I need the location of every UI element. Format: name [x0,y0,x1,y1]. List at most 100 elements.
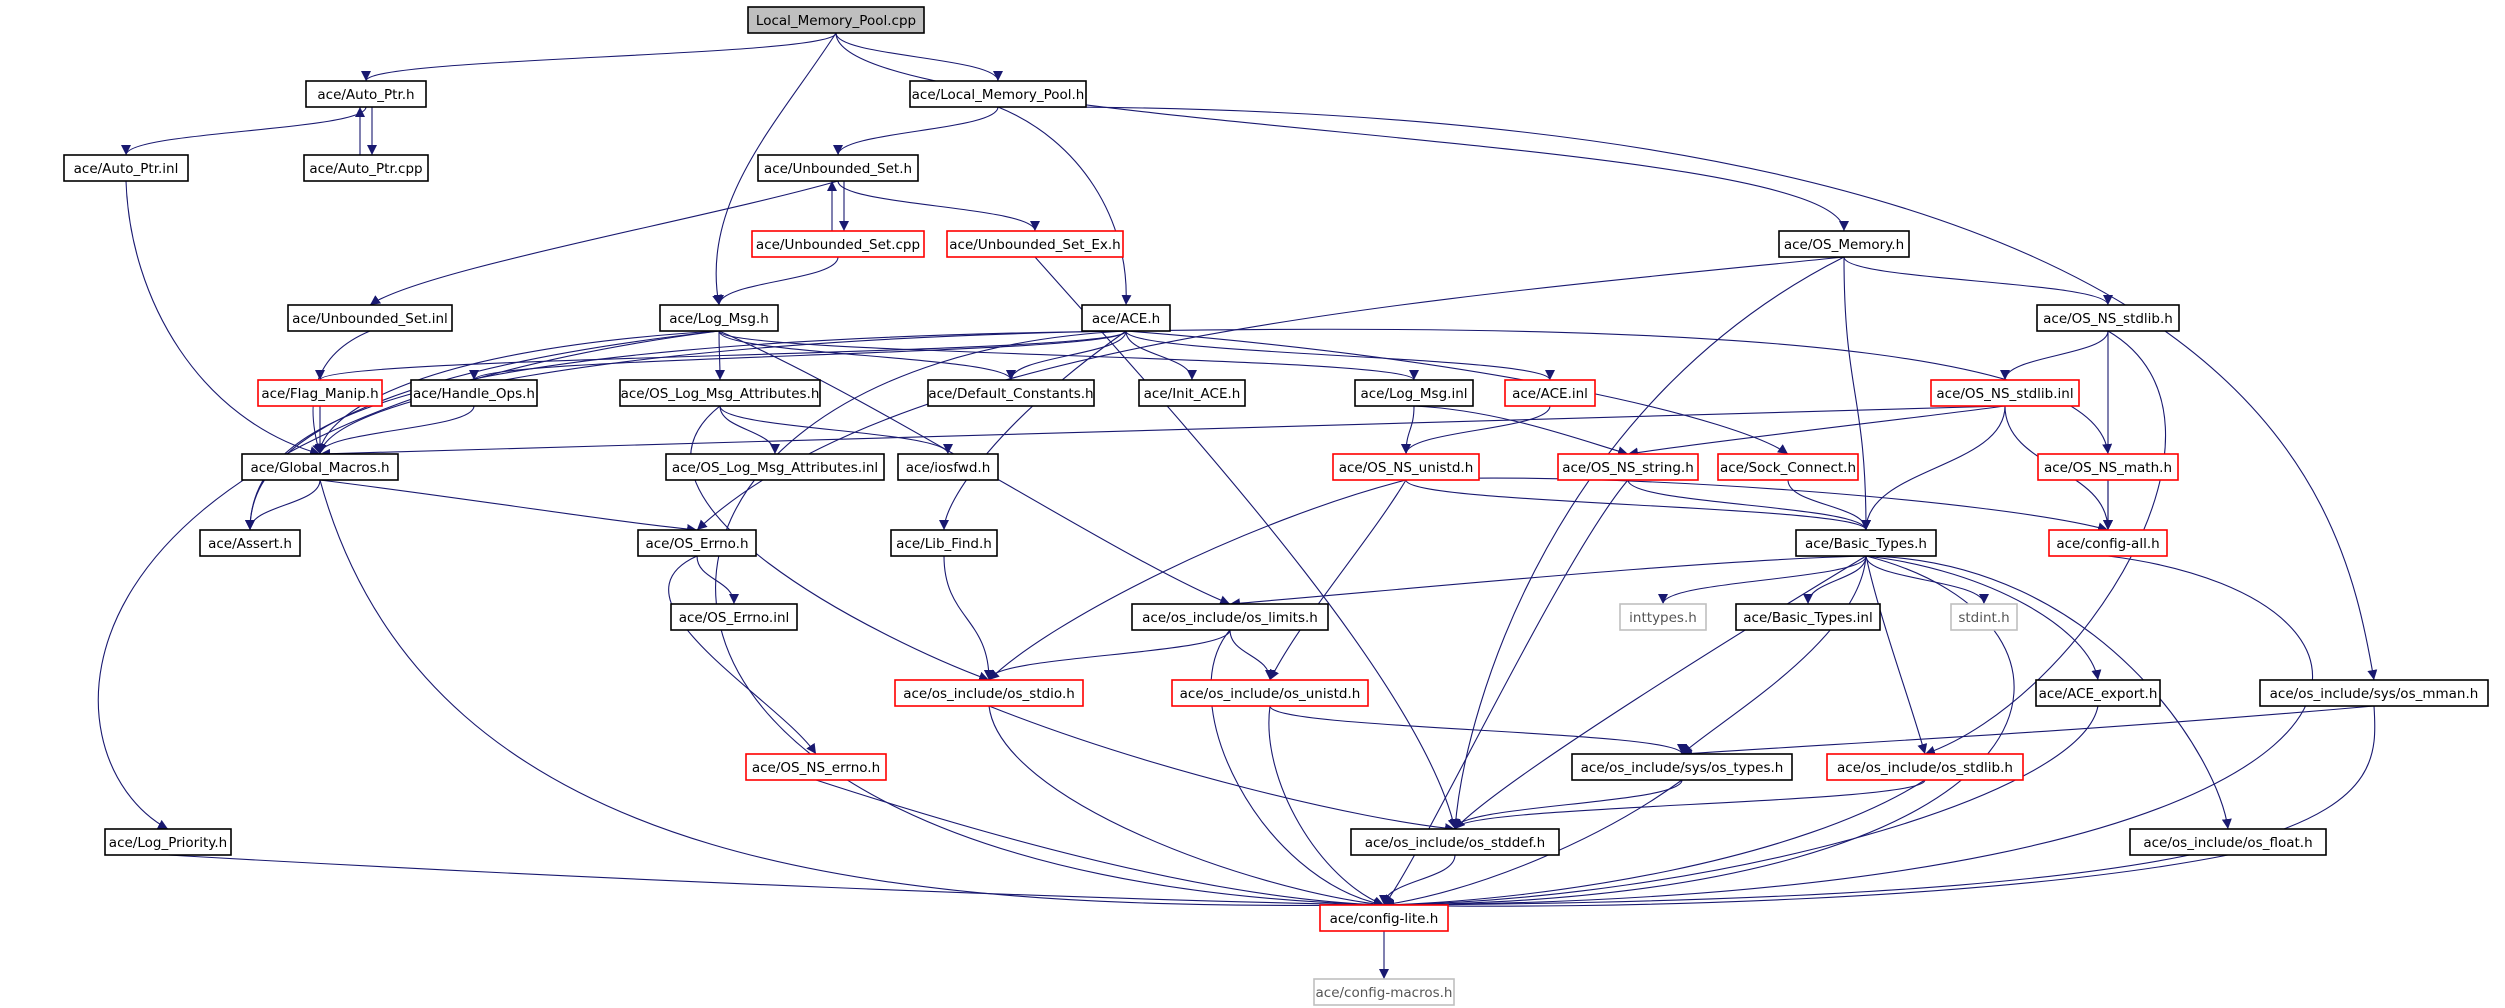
edge-ace_h-to-ace_inl [1125,330,1555,381]
edge-log_msg_h-to-global_macros [315,330,720,455]
edge-sock_connect-to-basic_types_h [1787,479,1871,531]
node-ace-export[interactable]: ace/ACE_export.h [2035,679,2161,707]
node-auto-ptr-h[interactable]: ace/Auto_Ptr.h [305,80,427,108]
edge-unb_set_ex-to-os_stddef [1034,256,1458,830]
edge-os_ns_stdlib_inl-to-global_macros [319,405,2006,459]
node-os-ns-string[interactable]: ace/OS_NS_string.h [1557,453,1699,481]
node-box [894,679,1084,707]
node-auto-ptr-cpp[interactable]: ace/Auto_Ptr.cpp [303,154,429,182]
edge-ace_h-to-flag_manip [315,330,1127,381]
node-box [1826,753,2024,781]
edge-os_limits-to-os_stdio [984,629,1231,681]
node-ace-inl[interactable]: ace/ACE.inl [1504,379,1596,407]
node-auto-ptr-inl[interactable]: ace/Auto_Ptr.inl [63,154,189,182]
edge-line [696,555,739,605]
edge-line [696,256,1845,531]
edge-basic_types_h-to-os_stddef [1454,555,1867,830]
node-box [410,379,538,407]
edge-os_stdlib-to-os_stddef [1450,779,1926,830]
node-box [2037,453,2179,481]
edge-os_types-to-config_lite [1383,779,1683,909]
node-os-log-attr-h[interactable]: ace/OS_Log_Msg_Attributes.h [619,379,821,407]
node-label: ace/OS_NS_unistd.h [1339,460,1474,476]
node-os-stdio[interactable]: ace/os_include/os_stdio.h [894,679,1084,707]
node-label: ace/ACE_export.h [2039,686,2158,702]
node-iosfwd[interactable]: ace/iosfwd.h [897,453,999,481]
edge-os_unistd-to-config_lite [1268,705,1385,907]
node-unb-set-h[interactable]: ace/Unbounded_Set.h [757,154,919,182]
edge-line [1229,629,1275,681]
node-box [1138,379,1246,407]
node-config-macros[interactable]: ace/config-macros.h [1313,978,1455,1006]
edge-line [835,32,1849,232]
node-os-ns-stdlib-inl[interactable]: ace/OS_NS_stdlib.inl [1930,379,2080,407]
node-handle-ops[interactable]: ace/Handle_Ops.h [410,379,538,407]
node-os-limits[interactable]: ace/os_include/os_limits.h [1131,603,1329,631]
node-lib-find[interactable]: ace/Lib_Find.h [890,529,998,557]
edge-ace_h-to-global_macros [316,330,1127,455]
node-global-macros[interactable]: ace/Global_Macros.h [241,453,399,481]
edge-os_log_attr_h-to-os_log_attr_inl [719,405,780,455]
node-ace-h[interactable]: ace/ACE.h [1081,304,1171,332]
node-flag-manip[interactable]: ace/Flag_Manip.h [257,379,383,407]
node-os-ns-math[interactable]: ace/OS_NS_math.h [2037,453,2179,481]
node-stdint[interactable]: stdint.h [1950,603,2018,631]
node-lmp-h[interactable]: ace/Local_Memory_Pool.h [909,80,1087,108]
node-assert-h[interactable]: ace/Assert.h [199,529,301,557]
node-init-ace[interactable]: ace/Init_ACE.h [1138,379,1246,407]
edge-os_errno_h-to-os_errno_inl [696,555,739,605]
node-inttypes[interactable]: inttypes.h [1619,603,1707,631]
edge-line [319,405,2006,459]
node-lmp-cpp[interactable]: Local_Memory_Pool.cpp [747,6,925,34]
node-label: ace/Unbounded_Set.cpp [756,237,920,253]
node-default-const[interactable]: ace/Default_Constants.h [927,379,1095,407]
node-log-priority[interactable]: ace/Log_Priority.h [104,828,232,856]
node-os-ns-errno[interactable]: ace/OS_NS_errno.h [745,753,887,781]
edge-line [319,479,1385,911]
node-config-all[interactable]: ace/config-all.h [2048,529,2168,557]
node-box [1081,304,1171,332]
edge-line [719,405,953,455]
edge-os_stddef-to-config_lite [1379,854,1456,906]
edge-os_ns_unistd-to-os_stdio [988,479,1407,681]
edge-os_ns_stdlib_inl-to-basic_types_h [1861,405,2006,531]
node-unb-set-ex[interactable]: ace/Unbounded_Set_Ex.h [946,230,1124,258]
node-os-stdlib[interactable]: ace/os_include/os_stdlib.h [1826,753,2024,781]
node-os-errno-h[interactable]: ace/OS_Errno.h [637,529,757,557]
node-os-types[interactable]: ace/os_include/sys/os_types.h [1571,753,1793,781]
node-sock-connect[interactable]: ace/Sock_Connect.h [1717,453,1859,481]
edge-auto_ptr_h-to-auto_ptr_inl [121,106,367,156]
node-basic-types-inl[interactable]: ace/Basic_Types.inl [1735,603,1881,631]
node-os-memory[interactable]: ace/OS_Memory.h [1778,230,1910,258]
node-os-float[interactable]: ace/os_include/os_float.h [2129,828,2327,856]
node-log-msg-inl[interactable]: ace/Log_Msg.inl [1354,379,1474,407]
node-box [890,529,998,557]
node-os-errno-inl[interactable]: ace/OS_Errno.inl [670,603,798,631]
edge-ace_h-to-lib_find [939,330,1127,531]
node-box [757,154,919,182]
node-unb-set-cpp[interactable]: ace/Unbounded_Set.cpp [751,230,925,258]
node-os-ns-unistd[interactable]: ace/OS_NS_unistd.h [1332,453,1480,481]
node-os-log-attr-inl[interactable]: ace/OS_Log_Msg_Attributes.inl [665,453,885,481]
node-config-lite[interactable]: ace/config-lite.h [1319,904,1449,932]
edge-os_ns_errno-to-config_lite [815,779,1385,910]
edge-line [714,256,839,306]
node-log-msg-h[interactable]: ace/Log_Msg.h [659,304,779,332]
edge-line [1803,555,1867,605]
node-os-mman[interactable]: ace/os_include/sys/os_mman.h [2259,679,2489,707]
edge-line [369,180,839,306]
edge-line [988,705,1385,909]
node-label: ace/os_include/os_stddef.h [1365,835,1545,851]
edge-line [984,629,1231,681]
node-box [927,379,1095,407]
node-box [2036,304,2180,332]
node-os-ns-stdlib-h[interactable]: ace/OS_NS_stdlib.h [2036,304,2180,332]
node-os-unistd[interactable]: ace/os_include/os_unistd.h [1171,679,1369,707]
node-box [1571,753,1793,781]
node-unb-set-inl[interactable]: ace/Unbounded_Set.inl [287,304,453,332]
node-os-stddef[interactable]: ace/os_include/os_stddef.h [1350,828,1560,856]
edge-ace_export-to-config_lite [1383,705,2099,910]
edge-line [988,479,1407,681]
node-basic-types-h[interactable]: ace/Basic_Types.h [1795,529,1937,557]
edge-os_limits-to-os_unistd [1229,629,1275,681]
